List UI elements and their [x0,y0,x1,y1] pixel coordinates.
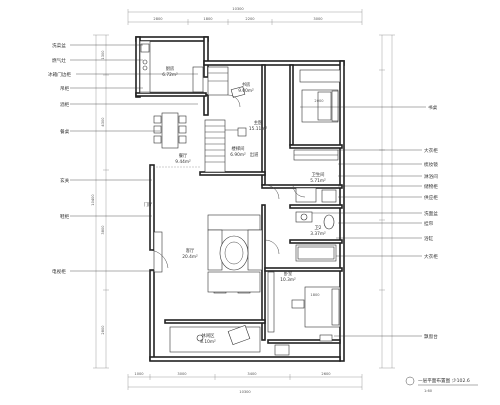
title-block: 一层平面布置图 少102.6 1:60 [405,376,478,393]
room-name: 厨房 [166,65,175,72]
room-area: 20.4m² [182,254,198,260]
bottom-dim-segment: 2600 [321,372,331,376]
room-name: 卫2 [314,225,321,231]
bed-dimension-label: 1800 [310,293,320,297]
room-name: 楼梯间 [232,145,245,152]
dining-furniture [150,112,200,168]
drawing-scale: 1:60 [424,389,433,393]
left-dim-segment: 1300 [101,50,105,60]
room-name: 卧室 [284,270,293,277]
callout-label: 淋浴间 [424,173,438,180]
drawing-area: 少102.6 [452,378,470,384]
callout-label: 洗菜盆 [52,42,66,49]
room-name: 主卧 [254,119,263,126]
left-dim-overall: 10400 [91,194,95,206]
callout-label: 酒柜 [60,101,70,108]
top-dim-segment: 3000 [313,17,323,21]
callout-label: 大衣柜 [424,147,438,154]
callout-label: 冰箱门边柜 [48,71,71,78]
drawing-title: 一层平面布置图 [418,377,451,384]
right-callouts: 书桌 大衣柜 梳妆镜 淋浴间 储物柜 供应柜 洗面盆 挂帘 浴缸 大衣柜 飘窗台 [300,104,438,340]
callout-label: 书桌 [428,104,438,111]
kitchen-fixtures [139,40,204,94]
top-dim-segment: 2200 [245,17,255,21]
room-area: 6.90m² [230,152,246,158]
top-dim-overall: 10300 [232,7,244,11]
bottom-dim-segment: 3000 [177,372,187,376]
upstairs-label: 出道 [250,151,259,158]
leisure-area-furniture [169,324,290,356]
room-area: 3.37m² [310,231,326,237]
living-room-furniture [153,214,263,294]
left-dim-segment: 4300 [101,117,105,127]
room-name: 书房 [242,81,251,88]
callout-label: 洗面盆 [424,210,438,217]
room-area: 9.00m² [238,88,254,94]
callout-label: 吊柜 [60,85,70,92]
callout-label: 大衣柜 [424,253,438,260]
room-area: 8.10m² [200,339,216,345]
staircase [204,119,247,173]
callout-label: 燃气灶 [52,57,66,64]
callout-label: 供应柜 [424,194,438,201]
room-area: 9.44m² [175,159,191,165]
room-name: 餐厅 [179,152,188,159]
bottom-dimension-lines: 1000 3000 3400 2600 10300 [127,372,363,394]
room-name: 客厅 [186,247,195,254]
top-dimension-lines: 10300 2800 1800 2200 3000 [127,7,363,25]
left-dim-segment: 2800 [101,325,105,335]
room-name: 卫生间 [312,171,325,178]
room-area: 5.71m² [310,178,326,184]
bathroom-fixtures [295,187,337,262]
door-arcs [149,94,306,269]
study-furniture [207,66,246,98]
bed-dimension-label: 2000 [314,99,324,103]
left-callouts: 洗菜盆 燃气灶 冰箱门边柜 吊柜 酒柜 餐桌 玄关 鞋柜 电视柜 [48,42,198,275]
bottom-dim-segment: 3400 [247,372,257,376]
room-labels: 厨房 6.72m² 书房 9.00m² 主卧 15.11m² 餐厅 9.44m²… [144,65,326,345]
callout-label: 梳妆镜 [424,161,438,168]
entry-door-label: 门厅 [144,201,153,208]
callout-label: 浴缸 [424,235,434,242]
second-bedroom-furniture [267,271,341,342]
room-area: 10.3m² [280,277,296,283]
callout-label: 鞋柜 [60,213,70,220]
callout-label: 储物柜 [424,183,438,190]
callout-label: 餐桌 [60,128,70,135]
walls [135,36,345,362]
bottom-dim-overall: 10300 [239,390,251,394]
room-area: 15.11m² [249,126,267,132]
master-bedroom-furniture [293,69,341,161]
callout-label: 飘窗台 [424,333,438,340]
bottom-dim-segment: 1000 [134,372,144,376]
top-dim-segment: 1800 [203,17,213,21]
room-name: 休闲区 [202,332,216,339]
left-dimension-lines: 10400 1300 4300 3800 2800 [91,34,109,369]
callout-label: 电视柜 [52,268,66,275]
room-area: 6.72m² [162,72,178,78]
top-dim-segment: 2800 [153,17,163,21]
callout-label: 玄关 [60,177,70,184]
callout-label: 挂帘 [424,220,434,227]
left-dim-segment: 3800 [101,225,105,235]
right-dimension-lines [379,34,395,369]
